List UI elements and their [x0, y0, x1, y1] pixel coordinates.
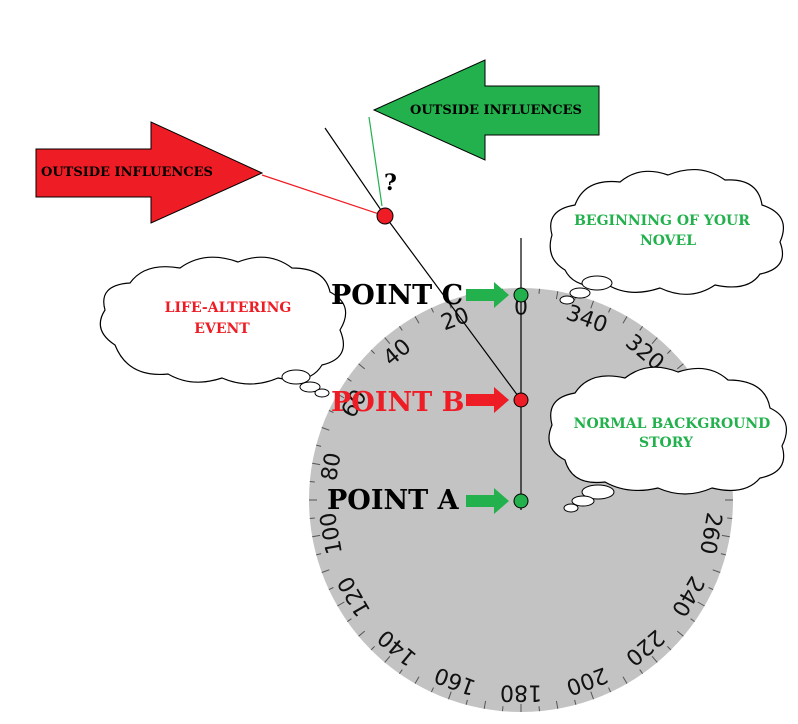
dial-tick [321, 427, 330, 431]
dial-tick [727, 517, 733, 519]
cloud-beginning-of-novel: BEGINNING OF YOUR NOVEL [549, 169, 784, 305]
dial-tick [622, 316, 628, 324]
dial-tick [321, 569, 330, 573]
dial-tick [483, 700, 487, 709]
point-a-dot [513, 493, 529, 509]
dial-tick [430, 307, 434, 313]
cloud-normal-line2: STORY [639, 435, 694, 451]
dial-tick [667, 349, 672, 354]
dial-tick [651, 337, 658, 345]
dial-label-180: 180 [500, 680, 542, 705]
dial-tick [328, 409, 334, 413]
dial-tick [312, 534, 321, 538]
dial-tick [639, 669, 644, 674]
dial-tick [590, 691, 594, 700]
dial-tick [574, 699, 577, 705]
cloud-beginning-line2: NOVEL [640, 233, 696, 249]
dial-tick [590, 300, 594, 309]
dial-tick [465, 699, 468, 705]
dial-tick [538, 706, 540, 712]
point-b-dot [513, 392, 529, 408]
point-a-arrow [466, 488, 509, 514]
dial-tick [721, 534, 730, 538]
dial-tick [309, 517, 315, 519]
cloud-normal-line1: NORMAL BACKGROUND [574, 416, 771, 432]
point-b-label: POINT B [331, 387, 464, 418]
dial-tick [430, 687, 434, 693]
dial-tick [414, 316, 420, 324]
dial-tick [555, 291, 559, 300]
point-c-arrow [466, 282, 509, 308]
dial-tick [316, 553, 322, 556]
dial-tick [708, 587, 714, 591]
dial-label-80: 80 [317, 451, 346, 483]
red-influence-line [261, 174, 386, 217]
dial-tick [398, 326, 403, 331]
dial-tick [697, 601, 705, 607]
dial-tick [622, 676, 628, 684]
dial-tick [358, 363, 366, 370]
dial-tick [651, 655, 658, 663]
dial-tick [347, 618, 352, 623]
cloud-normal-background-story: NORMAL BACKGROUND STORY [548, 366, 788, 513]
dial-tick [337, 393, 345, 399]
dial-tick [370, 646, 375, 651]
dial-tick [667, 646, 672, 651]
point-c-dot [513, 287, 529, 303]
cloud-life-line1: LIFE-ALTERING [165, 300, 292, 316]
dial-tick [384, 337, 391, 345]
dial-tick [639, 326, 644, 331]
dial-tick [398, 669, 403, 674]
dial-tick [347, 377, 352, 382]
dial-tick [608, 307, 612, 313]
point-b-group: POINT B [331, 387, 529, 418]
dial-tick [337, 601, 345, 607]
dial-tick [676, 363, 684, 370]
deflection-extension-line [324, 127, 386, 217]
point-a-group: POINT A [327, 485, 529, 516]
dial-tick [370, 349, 375, 354]
dial-tick [712, 569, 721, 573]
dial-tick [690, 618, 695, 623]
dial-tick [328, 587, 334, 591]
cloud-life-line2: EVENT [194, 321, 250, 337]
dial-tick [309, 481, 315, 483]
point-b-arrow [466, 387, 509, 413]
dial-tick [676, 630, 684, 637]
point-c-group: POINT C [331, 280, 529, 311]
red-outside-influences-arrow: OUTSIDE INFLUENCES [35, 121, 264, 224]
dial-tick [608, 687, 612, 693]
dial-tick [312, 462, 321, 466]
green-outside-influences-arrow: OUTSIDE INFLUENCES [372, 59, 600, 161]
point-a-label: POINT A [327, 485, 460, 516]
dial-tick [414, 676, 420, 684]
dial-tick [720, 553, 726, 556]
dial-tick [502, 706, 504, 712]
branch-point-dot [376, 207, 394, 225]
dial-tick [384, 655, 391, 663]
green-arrow-label: OUTSIDE INFLUENCES [410, 103, 582, 118]
dial-tick [358, 630, 366, 637]
red-arrow-label: OUTSIDE INFLUENCES [41, 165, 213, 180]
dial-tick [316, 444, 322, 447]
cloud-life-altering-event: LIFE-ALTERING EVENT [99, 256, 347, 398]
green-influence-line [368, 116, 383, 207]
point-c-label: POINT C [331, 280, 463, 311]
dial-tick [538, 288, 540, 294]
dial-tick [555, 700, 559, 709]
question-mark: ? [384, 170, 397, 196]
deflection-line [384, 215, 522, 401]
cloud-beginning-line1: BEGINNING OF YOUR [574, 213, 750, 229]
dial-tick [448, 691, 452, 700]
